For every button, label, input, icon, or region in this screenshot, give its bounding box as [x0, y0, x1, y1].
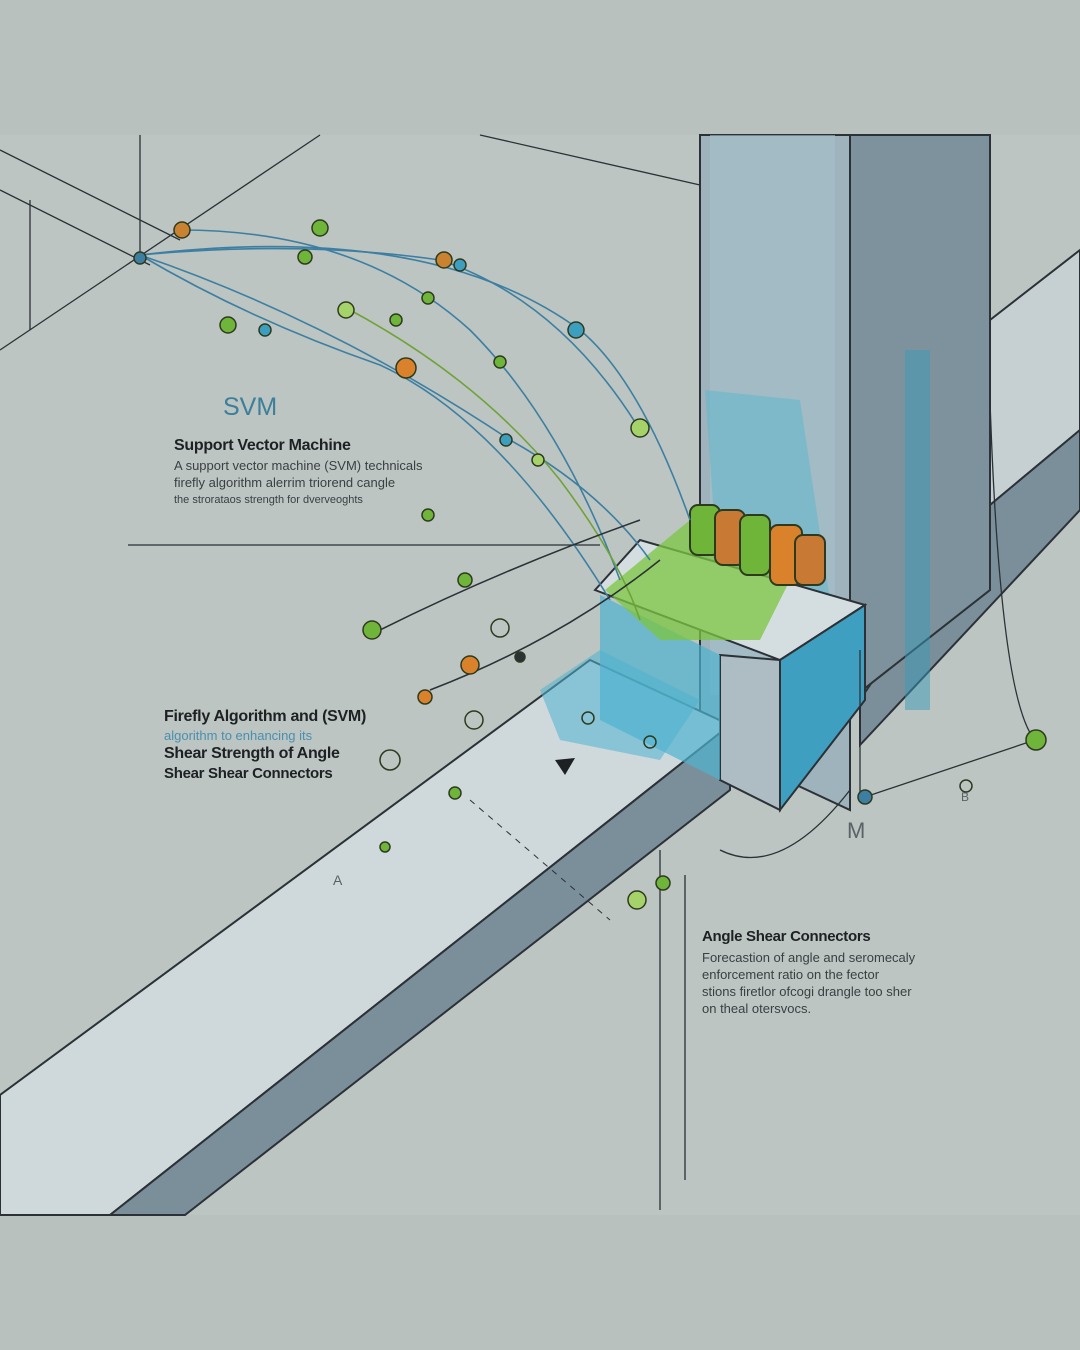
data-nodes: [133, 219, 1047, 910]
svm-body-2: firefly algorithm alerrim triorend cangl…: [174, 475, 396, 490]
angle-shear-studs: [689, 504, 826, 586]
svm-acronym: SVM: [223, 393, 278, 421]
svm-heading: Support Vector Machine: [174, 437, 351, 454]
arrowhead-icon: [555, 758, 575, 775]
m-label: M: [847, 818, 866, 843]
firefly-heading: Firefly Algorithm and (SVM): [164, 708, 366, 725]
connector-body-2: enforcement ratio on the fector: [702, 967, 880, 982]
connector-body-1: Forecastion of angle and seromecaly: [702, 950, 916, 965]
firefly-subline: algorithm to enhancing its: [164, 728, 313, 743]
connector-body-4: on theal otersvocs.: [702, 1001, 812, 1016]
b-label: B: [961, 790, 970, 804]
firefly-line-1: Shear Strength of Angle: [164, 745, 340, 762]
a-label: A: [333, 872, 343, 888]
connector-heading: Angle Shear Connectors: [702, 928, 871, 945]
horizontal-beam: [0, 650, 732, 1216]
firefly-line-2: Shear Shear Connectors: [164, 765, 333, 782]
svm-body-3: the strorataos strength for dverveoghts: [174, 494, 363, 506]
svm-body-1: A support vector machine (SVM) technical…: [174, 458, 423, 473]
guide-lines: [0, 134, 1036, 1210]
svm-curves: [139, 229, 691, 691]
connector-body-3: stions firetlor ofcogi drangle too sher: [702, 984, 912, 999]
